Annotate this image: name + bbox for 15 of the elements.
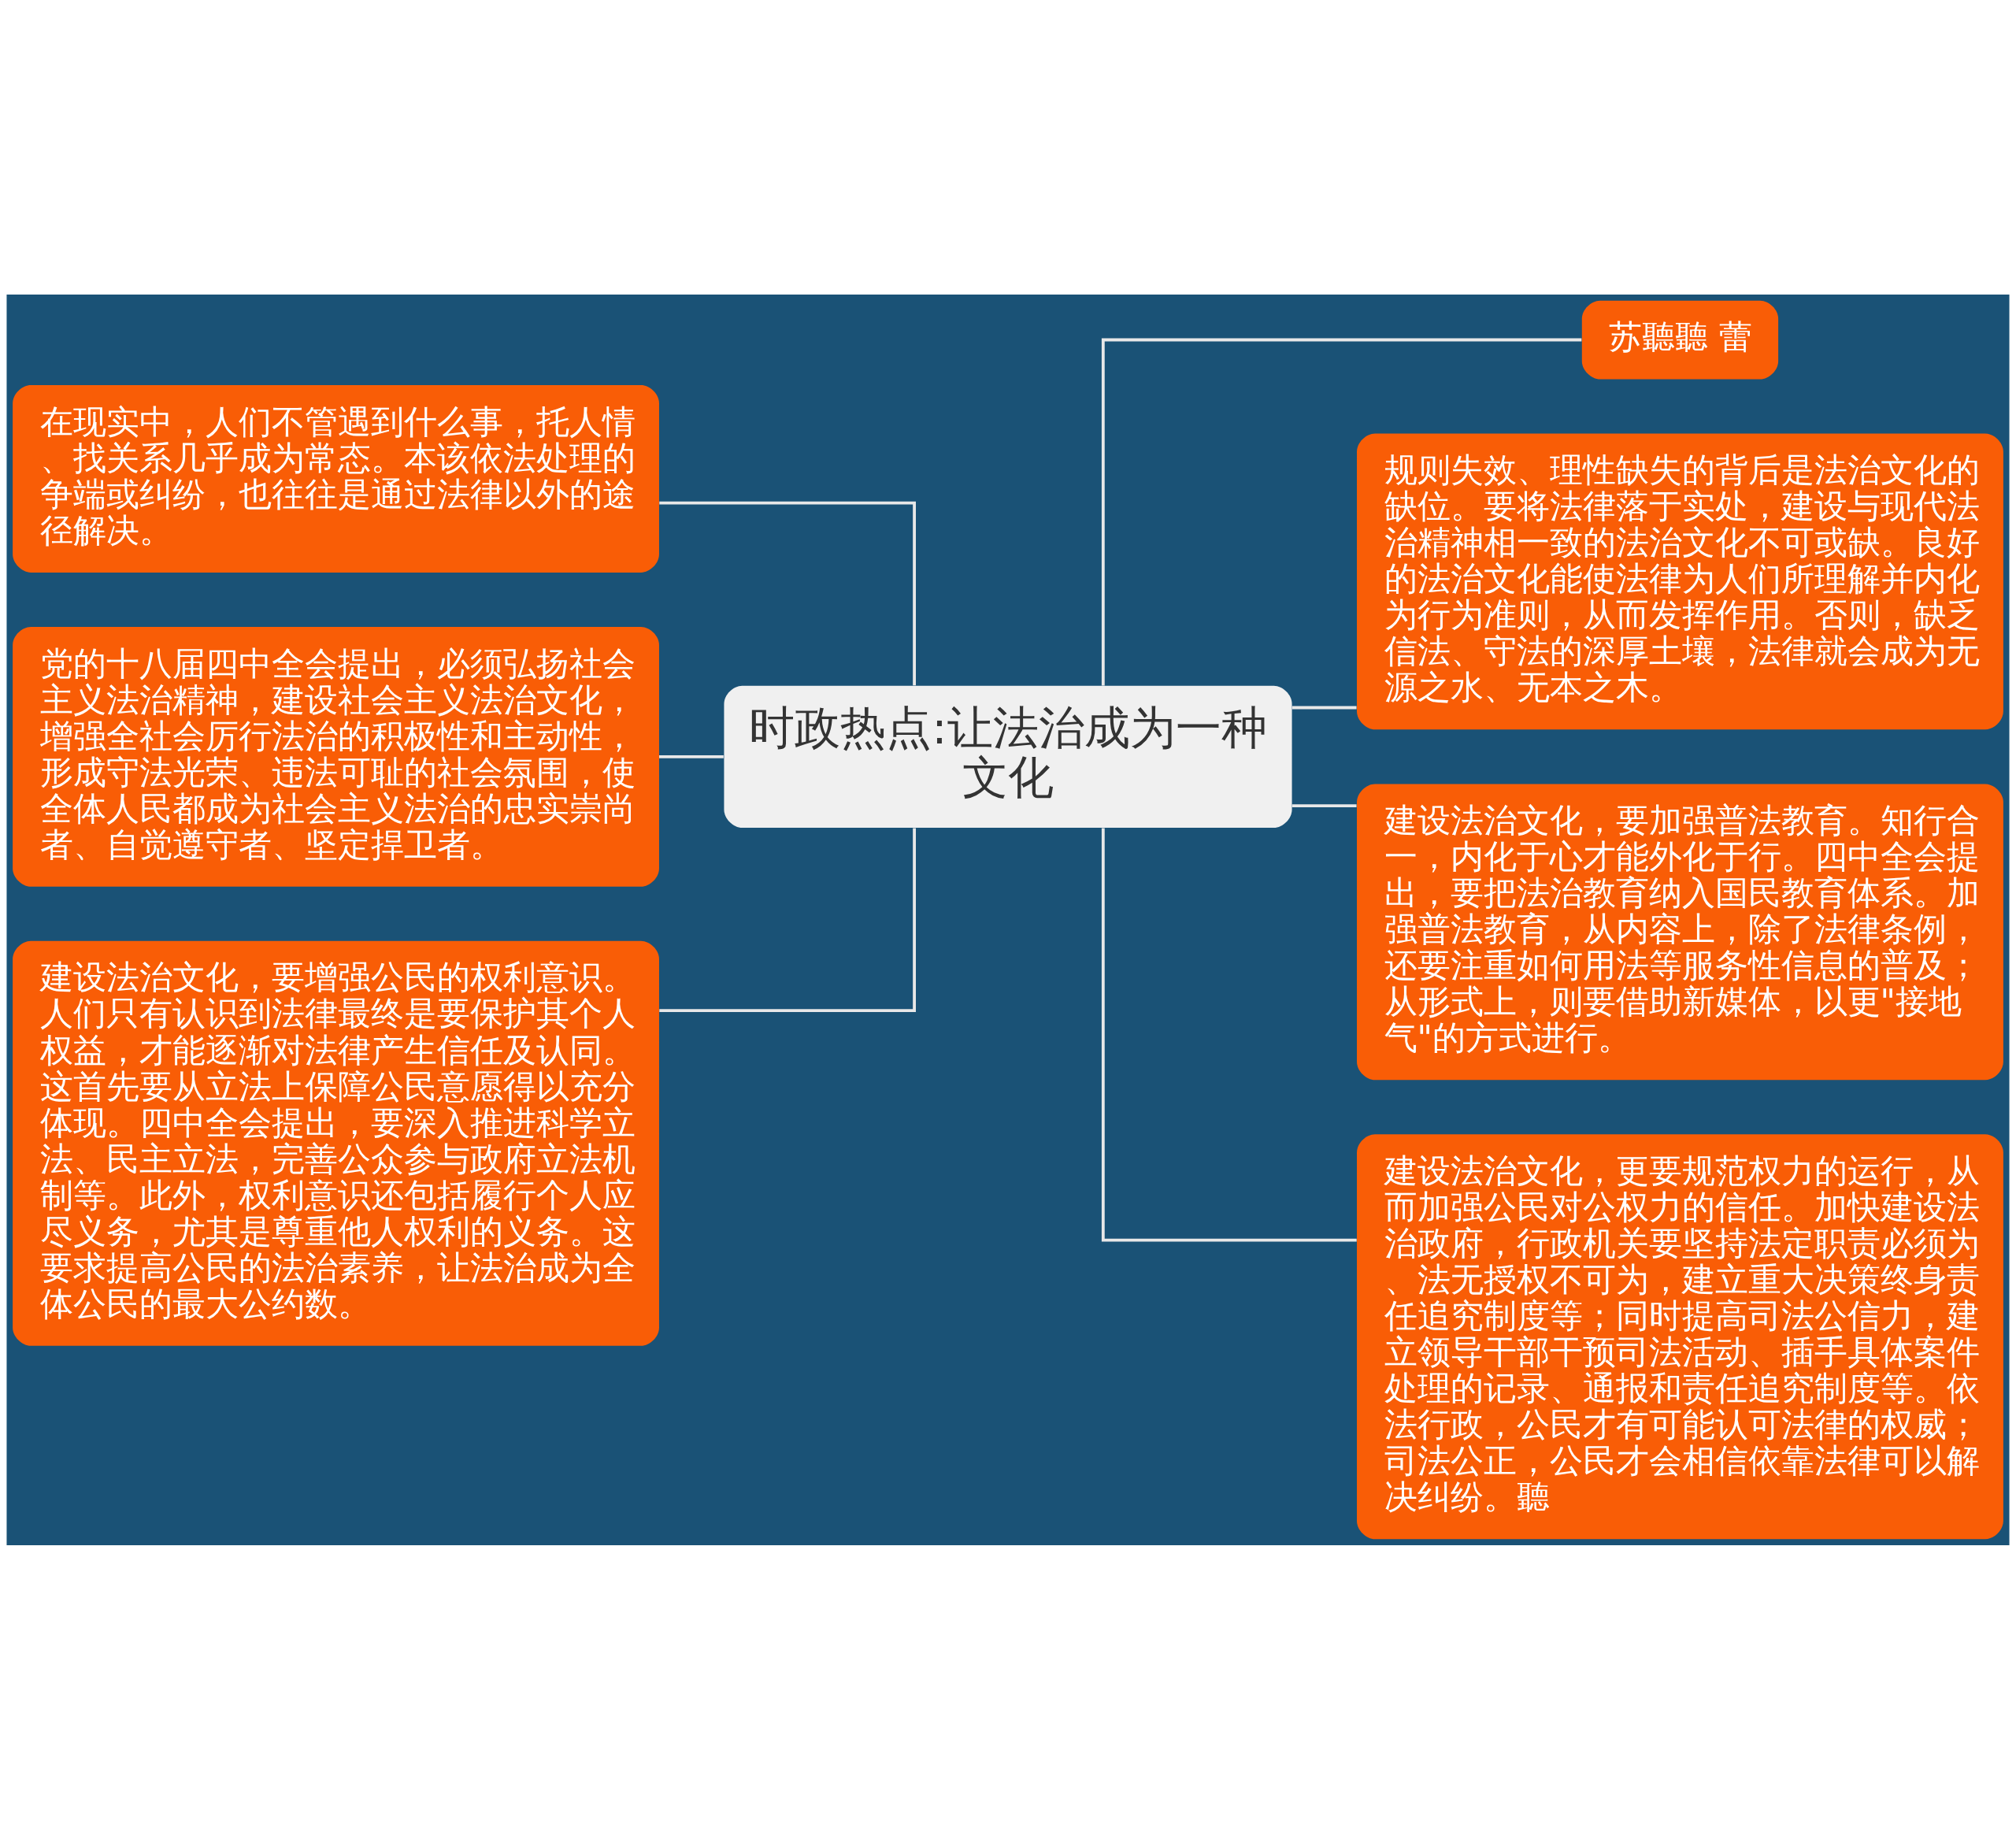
connector — [1292, 803, 1357, 807]
connector — [659, 501, 916, 685]
node-box: 苏聽聽 蕾 — [1581, 300, 1779, 379]
connector — [1292, 706, 1357, 709]
connector — [1101, 827, 1357, 1241]
node-box: 党的十八届四中全会提出，必须弘扬社会主义法治精神，建设社会主义法治文化，增强全社会厉行法治的积极性和主动性，形成守法光荣、违法可耻的社会氛围，使全体人民都成为社会主义法治的忠实崇尚者、自觉遵守者、坚定捍卫者。 — [13, 626, 659, 887]
connector — [659, 827, 916, 1012]
connector — [1101, 338, 1582, 685]
node-box: 建设法治文化，要加强普法教育。知行合一，内化于心才能外化于行。四中全会提出，要把法治教育纳入国民教育体系。加强普法教育，从内容上，除了法律条例，还要注重如何用法等服务性信息的普及；从形式上，则要借助新媒体，以更"接地气"的方式进行。 — [1357, 783, 2003, 1080]
node-box: 建设法治文化，要增强公民的权利意识。人们只有认识到法律最终是要保护其个人权益，才能逐渐对法律产生信任及认同。这首先要从立法上保障公民意愿得以充分体现。四中全会提出，要深入推进科学立法、民主立法，完善公众参与政府立法机制等。此外，权利意识还包括履行个人应尽义务，尤其是尊重他人权利的义务。这要求提高公民的法治素养，让法治成为全体公民的最大公约数。 — [13, 940, 659, 1346]
node-box: 时政热点:让法治成为一种文化 — [724, 685, 1292, 828]
node-box: 规则失效、理性缺失的背后是法治文化的缺位。要将法律落于实处，建设与现代法治精神相一致的法治文化不可或缺。良好的法治文化能使法律为人们所理解并内化为行为准则，从而发挥作用。否则，缺乏信法、守法的深厚土壤，法律就会成为无源之水、无本之木。 — [1357, 432, 2003, 729]
node-box: 在现实中，人们不管遇到什么事，托人情、找关系几乎成为常态。本该依法处理的争端或纠纷，也往往是通过法律以外的途径解决。 — [13, 384, 659, 573]
connector — [659, 755, 724, 758]
node-box: 建设法治文化，更要规范权力的运行，从而加强公民对公权力的信任。加快建设法治政府，行政机关要坚持法定职责必须为、法无授权不可为，建立重大决策终身责任追究制度等；同时提高司法公信力，建立领导干部干预司法活动、插手具体案件处理的记录、通报和责任追究制度等。依法行政，公民才有可能认可法律的权威；司法公正，公民才会相信依靠法律可以解决纠纷。聽 — [1357, 1133, 2003, 1539]
